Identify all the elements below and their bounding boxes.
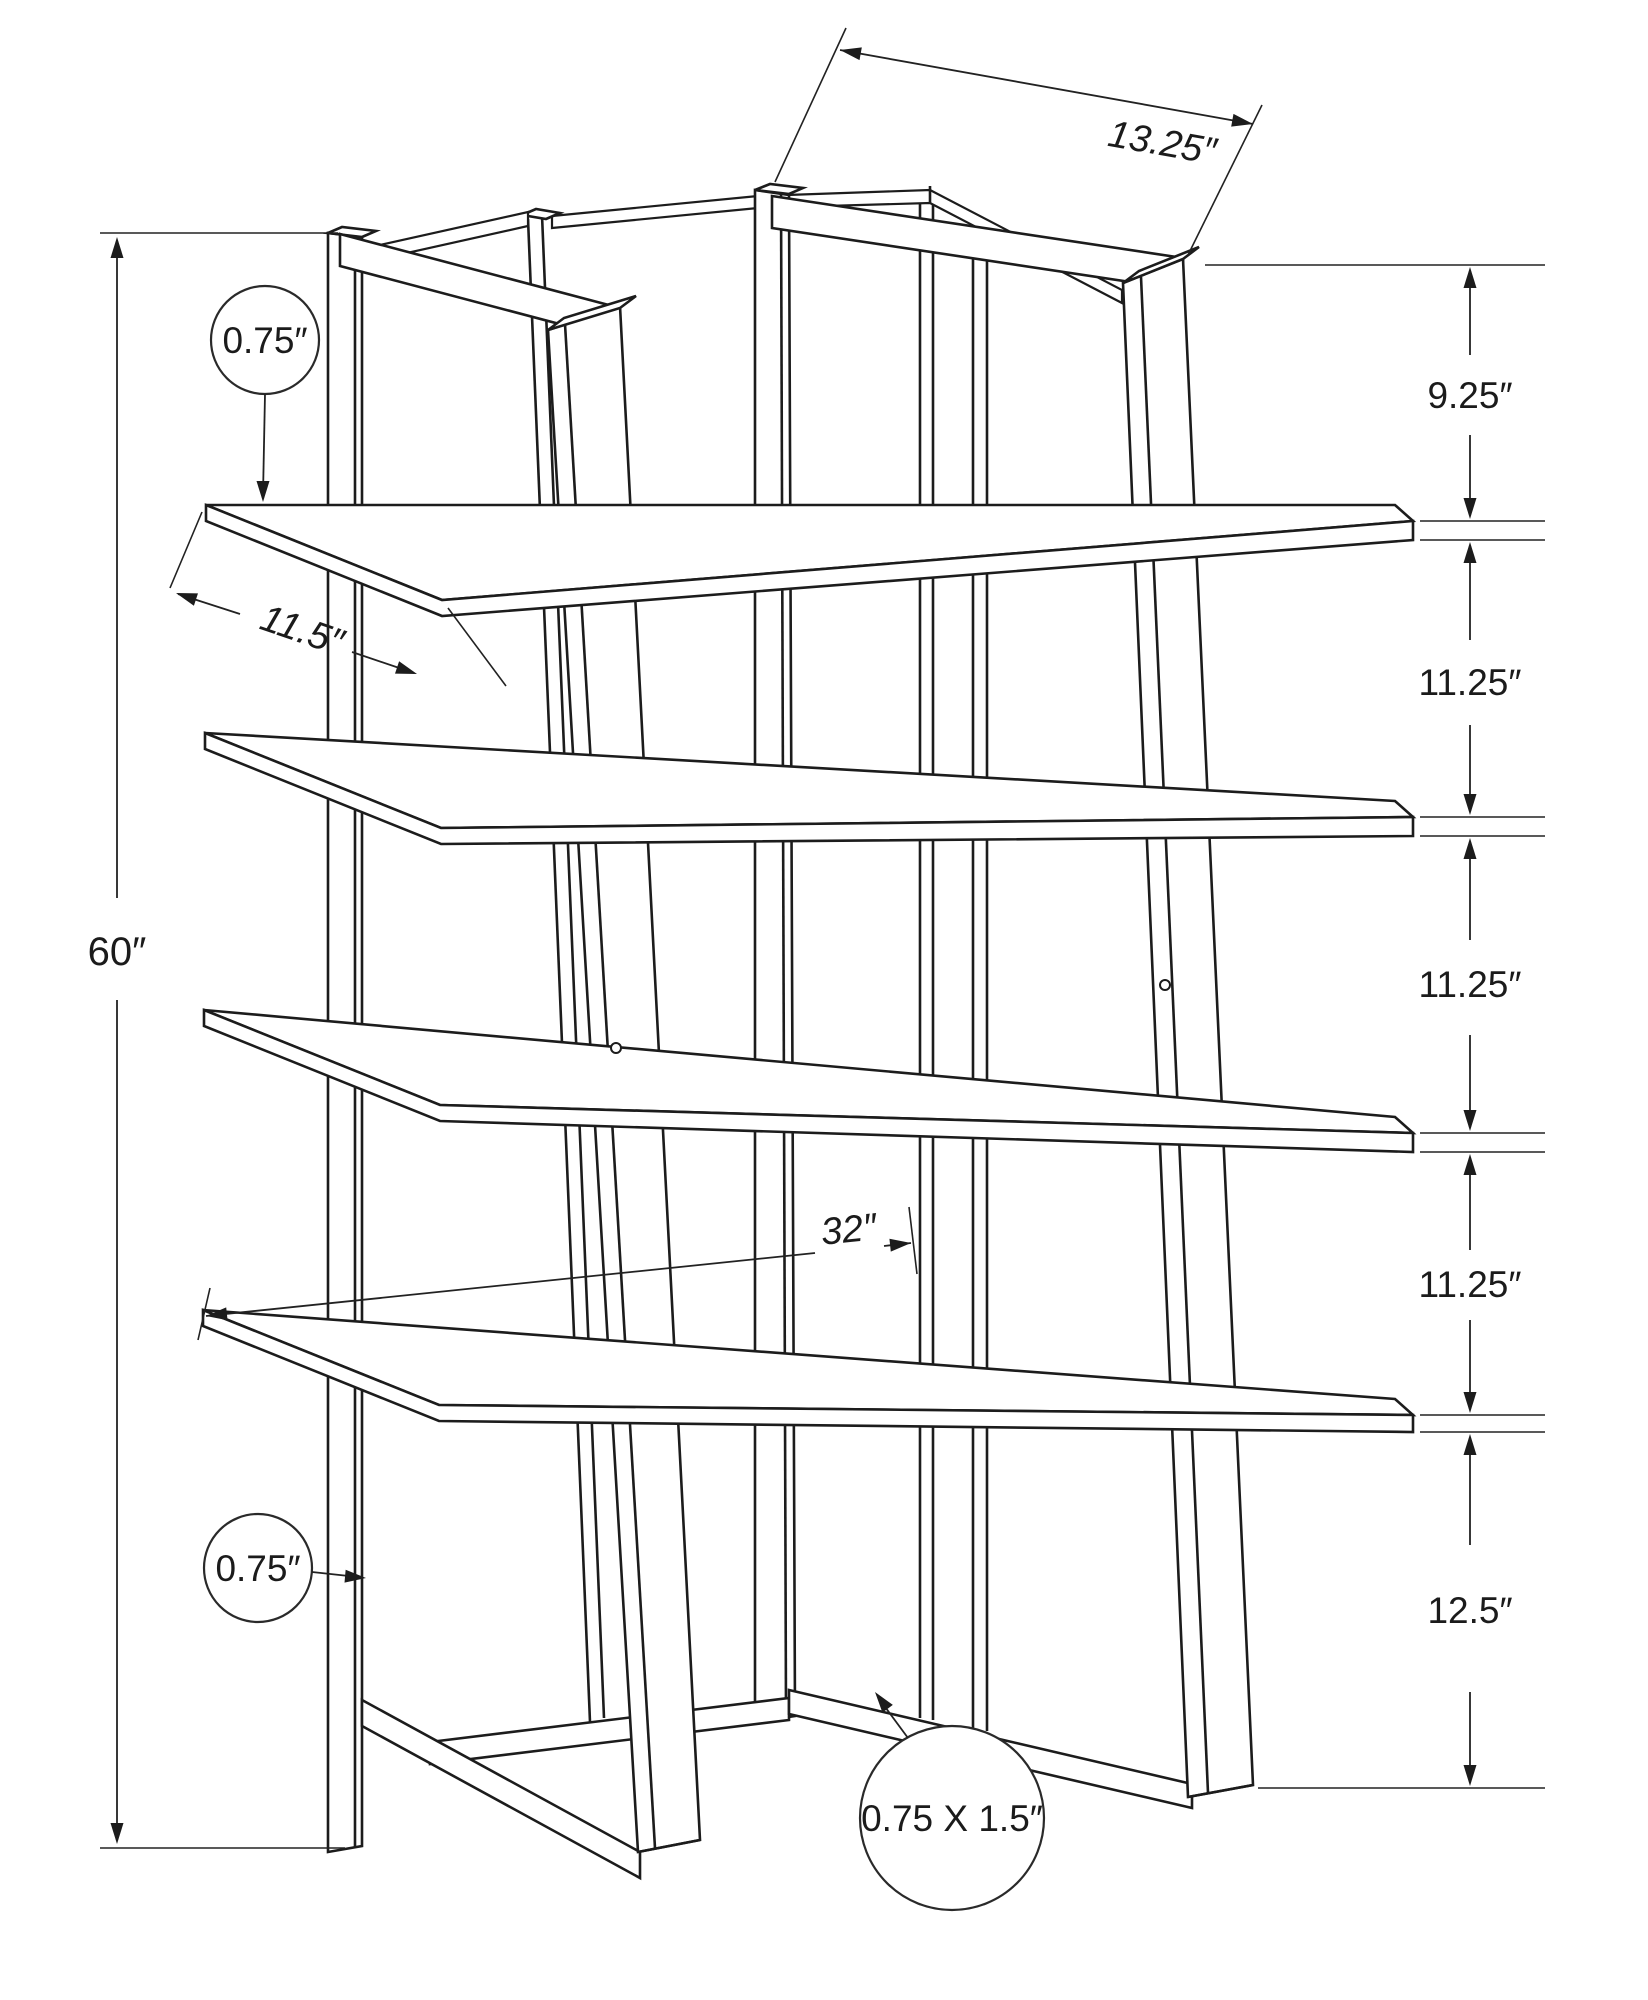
right-frame-top-rail bbox=[770, 194, 1185, 292]
bottom-back-stretcher bbox=[428, 1696, 791, 1766]
shelf-thickness-label: 0.75″ bbox=[222, 320, 307, 361]
gap-2-label: 11.25″ bbox=[1419, 964, 1522, 1005]
dimension-annotations: 60″ 13.25″ 9.25″ bbox=[88, 27, 1545, 1912]
screw-hole-left bbox=[610, 1042, 622, 1054]
base-rail-label: 0.75 X 1.5″ bbox=[861, 1798, 1043, 1839]
callout-shelf-thickness: 0.75″ bbox=[209, 284, 321, 502]
callout-base-rail: 0.75 X 1.5″ bbox=[858, 1692, 1046, 1912]
screw-hole-right bbox=[1159, 979, 1171, 991]
top-depth-label: 13.25″ bbox=[1105, 113, 1221, 173]
shelf-2 bbox=[203, 731, 1417, 846]
callout-post-thickness: 0.75″ bbox=[202, 1512, 366, 1624]
right-frame-back-post bbox=[753, 182, 808, 1724]
overall-height-label: 60″ bbox=[88, 930, 147, 974]
right-frame-front-post bbox=[1121, 245, 1255, 1799]
dim-shelf-width: 32″ bbox=[197, 1206, 918, 1341]
dim-right-chain: 9.25″ 11.25″ 11.25″ 11.25″ 12.5″ bbox=[1205, 264, 1545, 1789]
shelf-1 bbox=[204, 503, 1417, 618]
right-frame-inner-uprights bbox=[918, 204, 989, 1731]
shelf-4 bbox=[201, 1308, 1417, 1434]
dim-overall-height: 60″ bbox=[88, 232, 345, 1849]
top-back-stretcher bbox=[550, 186, 1124, 305]
shelf-width-label: 32″ bbox=[819, 1206, 880, 1254]
gap-1-label: 11.25″ bbox=[1419, 662, 1522, 703]
gap-3-label: 11.25″ bbox=[1419, 1264, 1522, 1305]
post-thickness-label: 0.75″ bbox=[215, 1548, 300, 1589]
gap-top-label: 9.25″ bbox=[1427, 375, 1512, 416]
gap-bottom-label: 12.5″ bbox=[1427, 1590, 1512, 1631]
bookcase-structure bbox=[201, 182, 1417, 1881]
shelf-3 bbox=[202, 1008, 1417, 1154]
left-frame-inner-post bbox=[517, 207, 606, 1723]
left-frame-bottom-rail bbox=[360, 1697, 642, 1881]
